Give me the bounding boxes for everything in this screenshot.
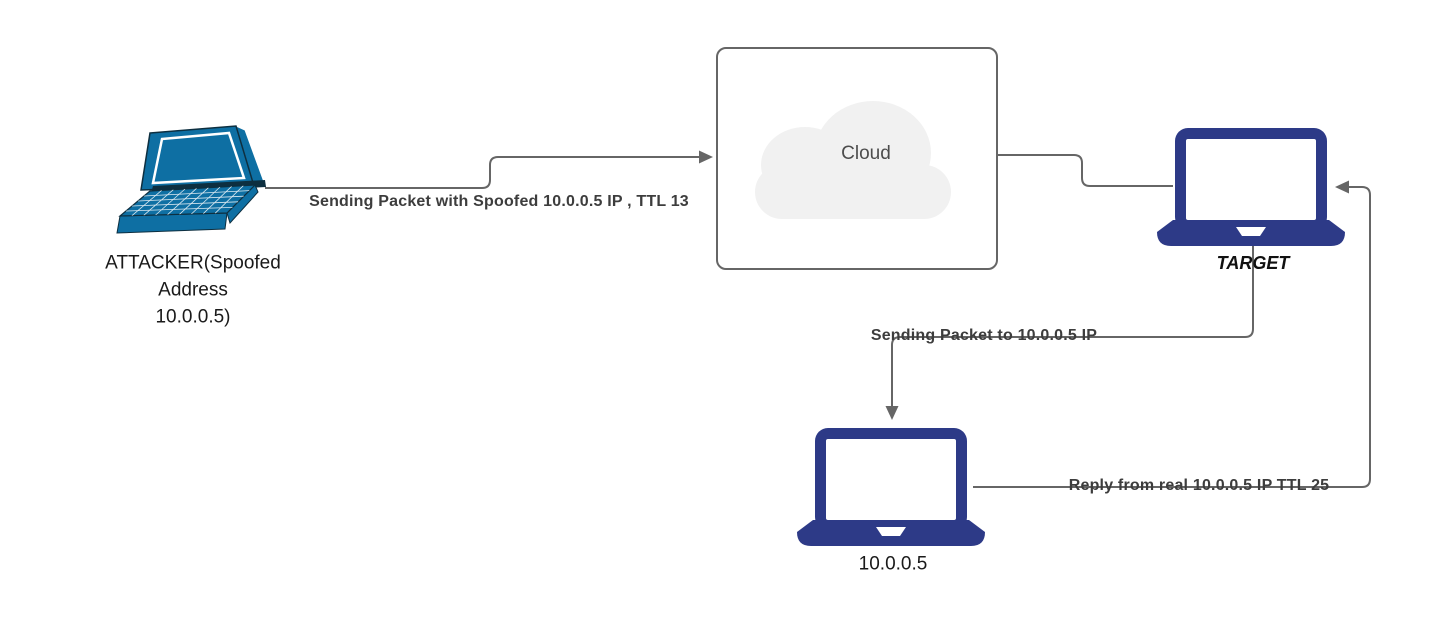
edge-label-reply-from-real: Reply from real 10.0.0.5 IP TTL 25 — [1068, 477, 1330, 494]
target-label: TARGET — [1216, 253, 1290, 274]
arrowhead-into-cloud — [699, 150, 713, 164]
target-laptop-icon — [1157, 128, 1345, 246]
edge-cloud-to-target — [996, 154, 1173, 187]
edge-attacker-to-cloud — [265, 156, 699, 189]
keyboard-grid — [125, 185, 250, 216]
trackpad-notch — [876, 527, 906, 536]
cloud-label: Cloud — [841, 143, 891, 164]
attacker-laptop-icon — [116, 125, 266, 234]
attacker-label: ATTACKER(Spoofed Address 10.0.0.5) — [105, 252, 281, 328]
edge-label-spoofed-packet: Sending Packet with Spoofed 10.0.0.5 IP … — [309, 193, 689, 210]
edge-label-sending-to-real: Sending Packet to 10.0.0.5 IP — [870, 327, 1098, 344]
trackpad-notch — [1236, 227, 1266, 236]
edge-target-to-realhost — [891, 246, 1254, 406]
real-host-laptop-icon — [797, 428, 985, 546]
cloud-icon — [755, 101, 951, 219]
arrowhead-into-realhost — [885, 406, 899, 420]
real-host-label: 10.0.0.5 — [858, 553, 928, 575]
